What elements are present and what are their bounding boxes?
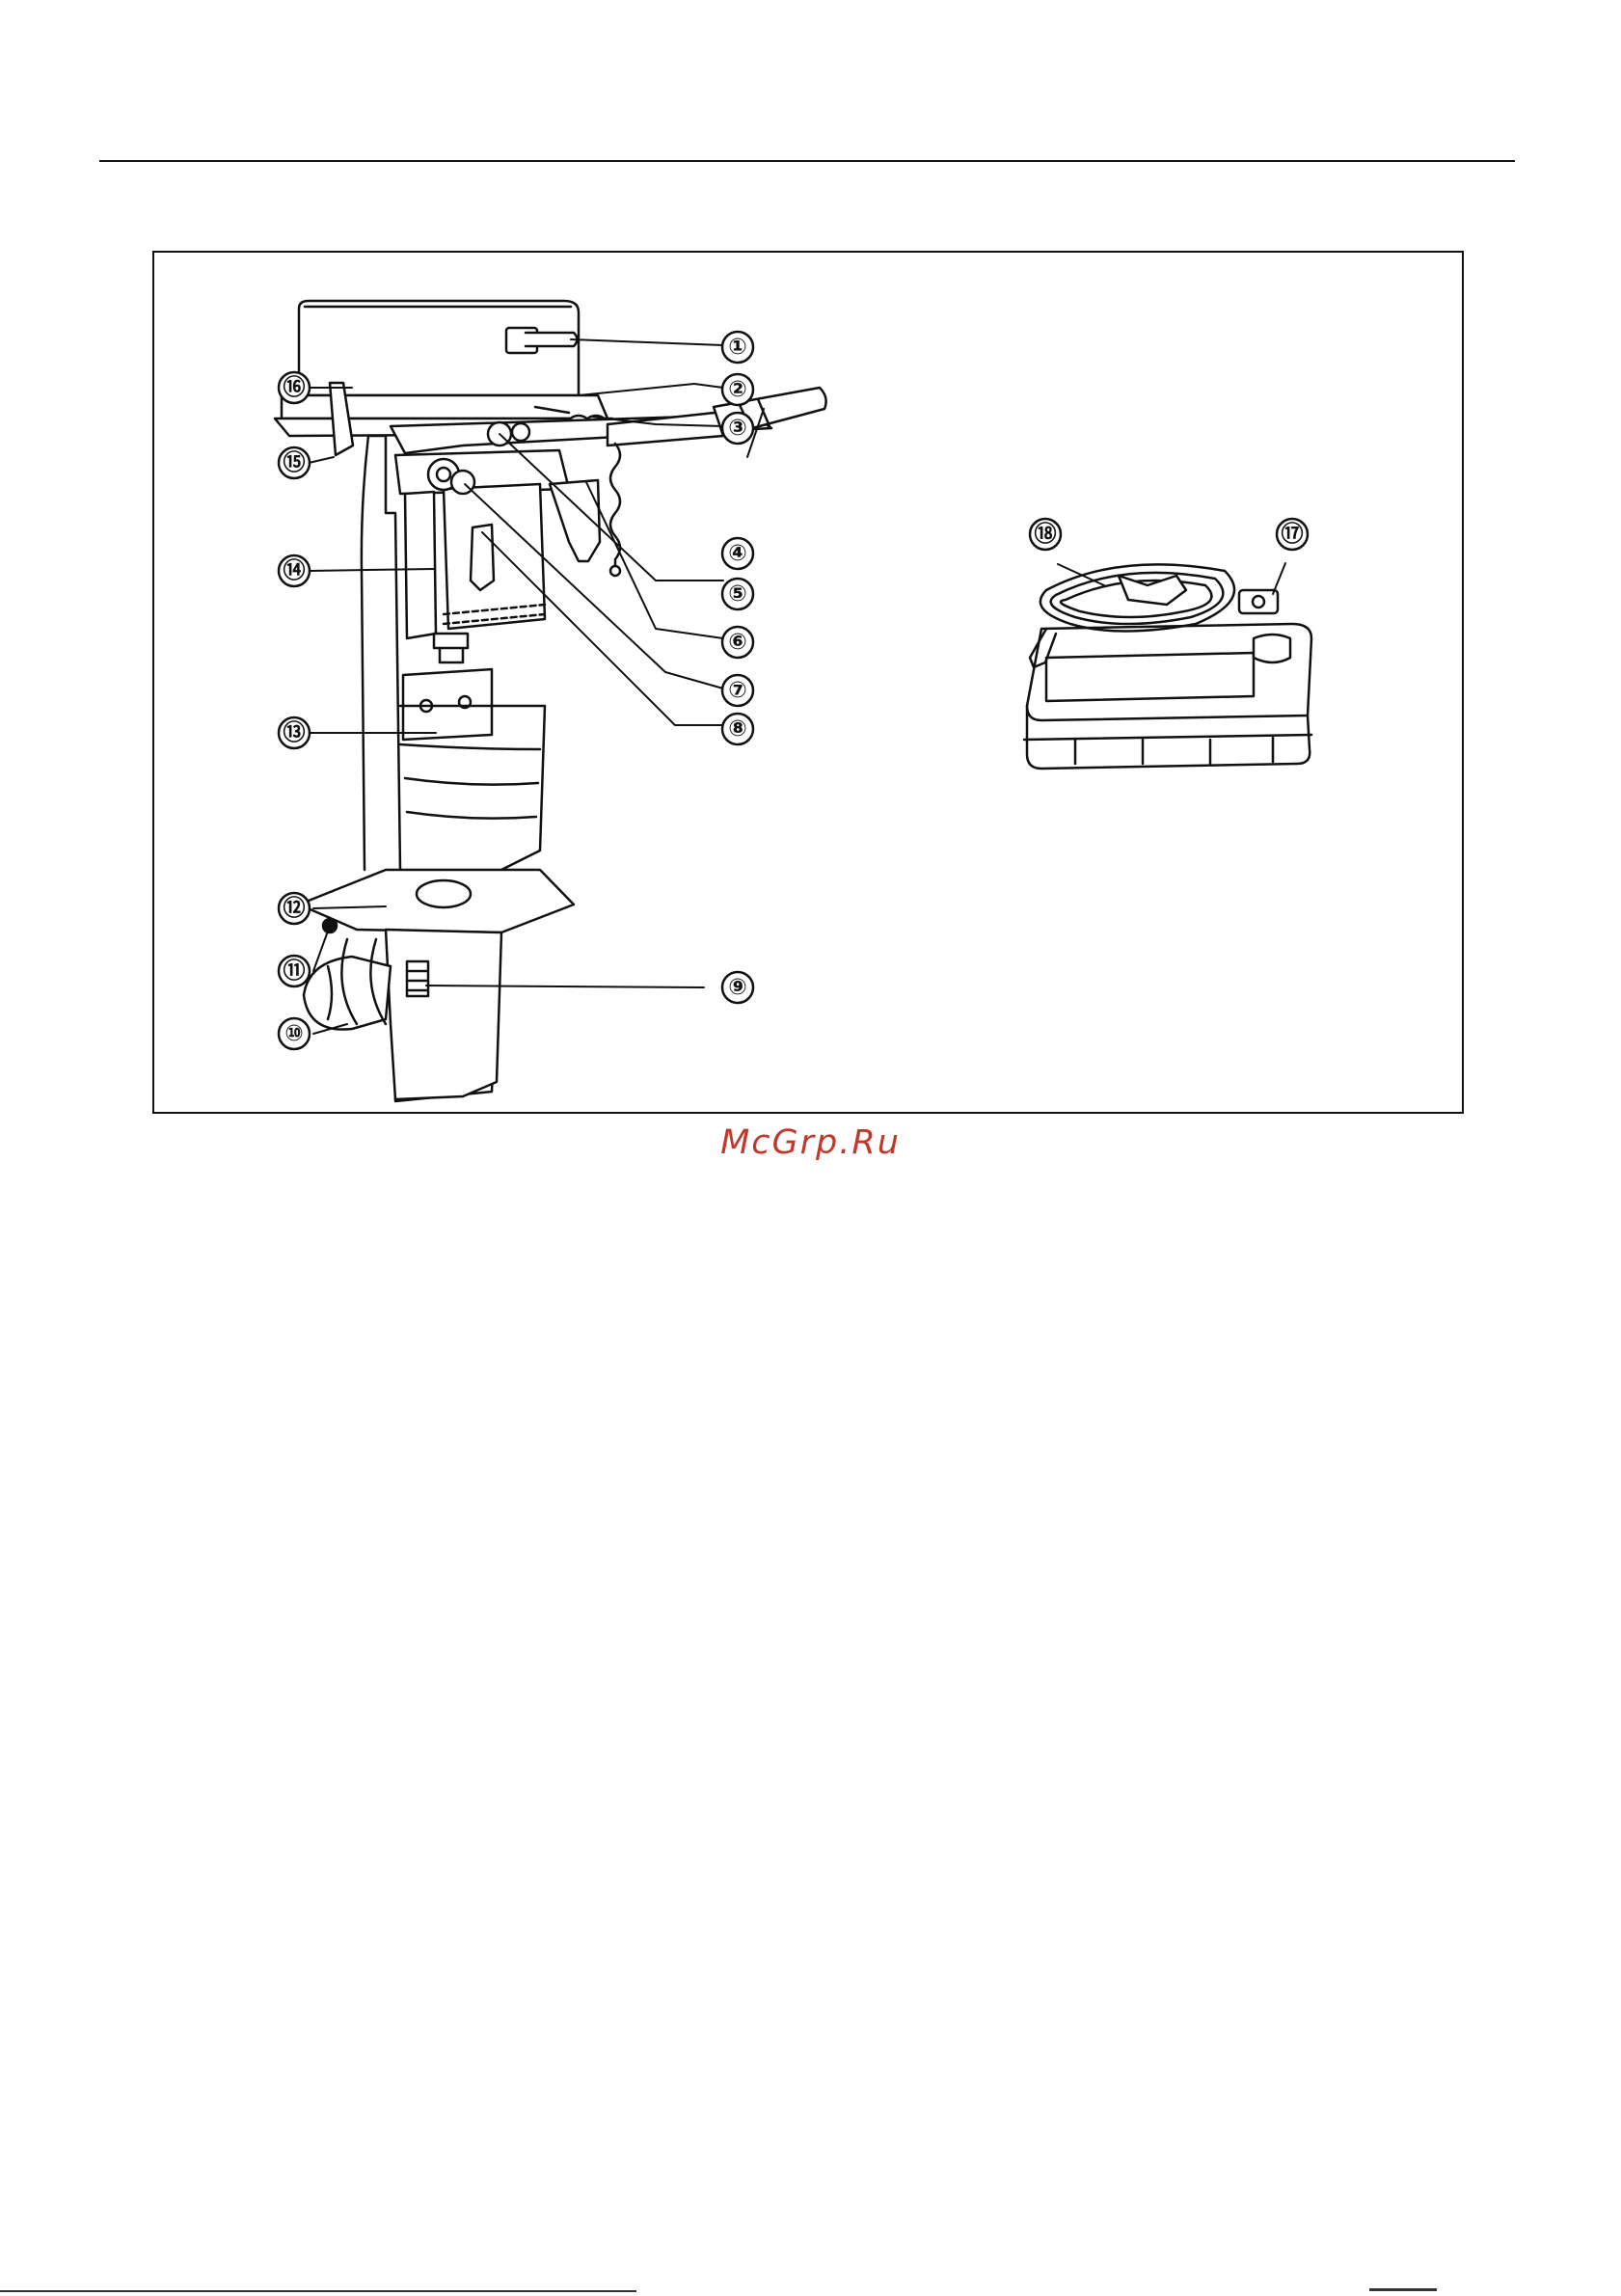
callout-label-3: ③ (728, 416, 746, 441)
callout-label-17: ⑰ (1282, 521, 1304, 547)
callout-label-1: ① (728, 335, 746, 360)
callout-label-12: ⑫ (284, 895, 306, 921)
callout-label-9: ⑨ (728, 975, 746, 1000)
callout-label-15: ⑮ (284, 449, 306, 475)
callout-label-7: ⑦ (728, 678, 746, 703)
callout-label-4: ④ (728, 541, 746, 566)
callout-label-8: ⑧ (728, 716, 746, 742)
callout-label-16: ⑯ (284, 374, 306, 400)
figure-illustration: ① ② ③ ④ ⑤ ⑥ ⑦ ⑧ ⑨ ⑩ ⑪ ⑫ ⑬ ⑭ ⑮ ⑯ ⑰ ⑱ (154, 253, 1462, 1112)
header-rule (99, 160, 1515, 162)
callout-label-11: ⑪ (284, 958, 306, 984)
footer-rule-right (1369, 2288, 1437, 2291)
footer-rule (0, 2290, 636, 2292)
watermark-text: McGrp.Ru (0, 1123, 1621, 1162)
callout-label-18: ⑱ (1035, 521, 1057, 547)
fuel-tank-drawing (1024, 564, 1311, 769)
callout-label-5: ⑤ (728, 581, 746, 607)
callout-label-2: ② (728, 377, 746, 402)
callout-label-10: ⑩ (284, 1021, 303, 1046)
callout-label-13: ⑬ (284, 719, 306, 745)
figure-outboard-motor-and-fuel-tank: ① ② ③ ④ ⑤ ⑥ ⑦ ⑧ ⑨ ⑩ ⑪ ⑫ ⑬ ⑭ ⑮ ⑯ ⑰ ⑱ (152, 251, 1464, 1114)
callout-label-6: ⑥ (728, 630, 746, 655)
callout-label-14: ⑭ (284, 557, 306, 583)
